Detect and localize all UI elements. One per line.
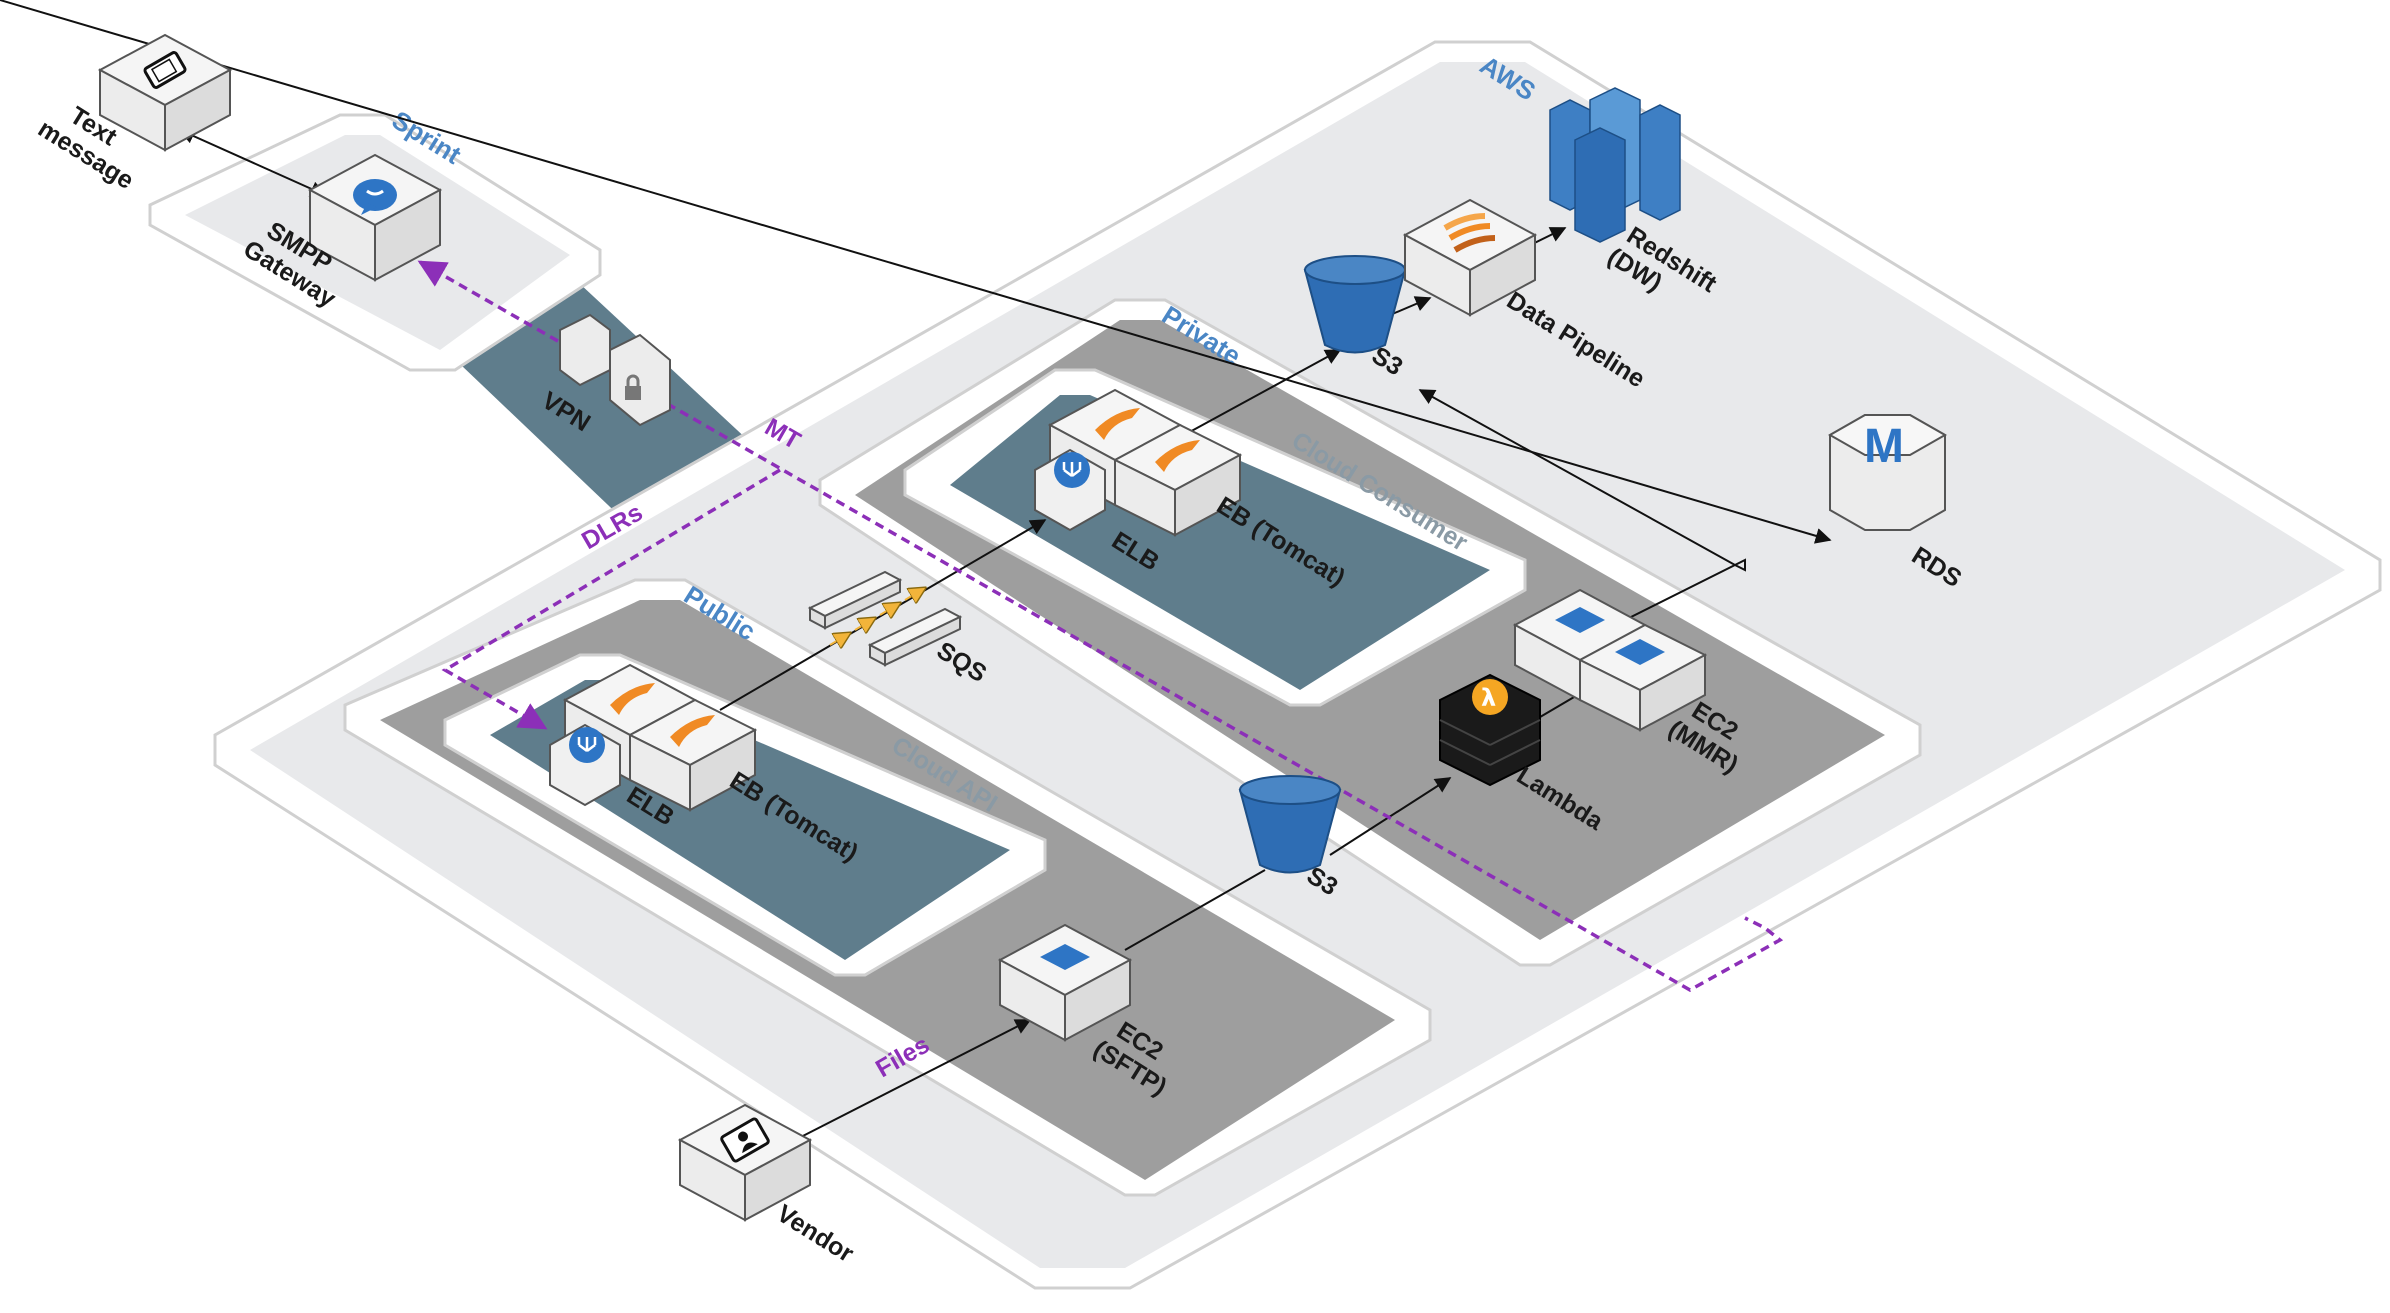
flow-ebprivate-s3 [1174,349,1342,441]
chat-bubble-icon [353,179,397,215]
lambda-node[interactable]: λ [1439,673,1541,787]
redshift-cluster-icon [1549,87,1681,243]
purple-flows [417,260,1784,993]
redshift-node[interactable] [1549,87,1681,243]
rds-node[interactable]: M [1827,414,1948,531]
lock-icon [625,374,641,400]
elastic-beanstalk-icon [1095,408,1200,472]
elb-private-node[interactable] [1034,448,1106,532]
vendor-label: Vendor [772,1199,859,1268]
flow-ec2sftp-s3 [1124,869,1266,951]
s3-bucket-icon [1303,269,1407,354]
flow-s3-pipeline [1389,296,1432,316]
svg-text:λ: λ [1481,684,1496,712]
user-icon [720,1117,770,1163]
ec2-sftp-node[interactable] [997,923,1133,1042]
sqs-node[interactable] [807,570,963,667]
flow-dlrs [441,468,781,730]
s3-bucket-icon [1238,789,1342,874]
flow-phone-smpp [178,128,327,197]
sqs-queue-arrows [829,588,925,645]
ec2-server-icon [1040,944,1090,970]
ec2-server-icon [1555,607,1665,665]
phone-icon [143,51,187,89]
phone-node[interactable] [97,33,233,152]
flow-ec2mmr-rds [0,0,1832,544]
s3-top-node[interactable] [1303,255,1407,354]
elastic-beanstalk-icon [610,683,715,747]
lambda-icon [1472,679,1508,715]
flow-ec2mmr-s3 [1418,389,1746,636]
data-pipeline-node[interactable] [1402,198,1538,317]
flow-vendor-ec2sftp [794,1019,1032,1141]
elb-public-node[interactable] [549,723,621,807]
vpn-node[interactable] [559,313,671,427]
smpp-gateway-node[interactable] [307,153,443,282]
s3-bottom-node[interactable] [1238,775,1342,874]
vendor-node[interactable] [677,1103,813,1222]
ec2-mmr-node[interactable] [1512,588,1708,732]
data-pipeline-icon [1443,213,1496,253]
flow-mt [417,260,1784,993]
rds-icon: M [1864,420,1904,473]
